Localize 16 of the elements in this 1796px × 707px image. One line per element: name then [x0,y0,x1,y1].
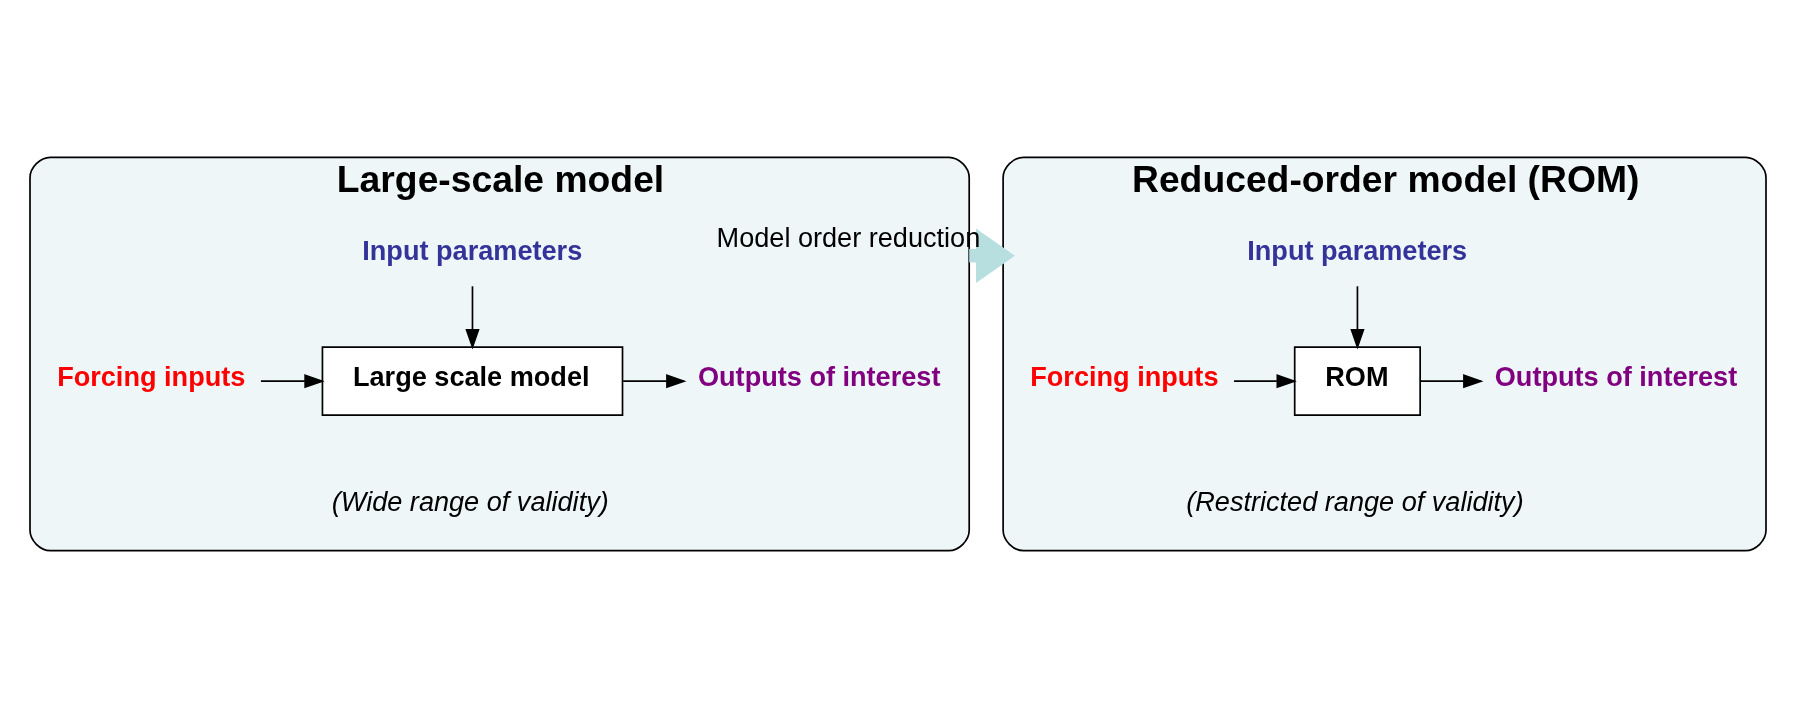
node-text: Forcing inputs [1030,360,1219,392]
arrow [1350,284,1365,349]
node-box: ROM [1293,345,1421,416]
node-text: Outputs of interest [1494,360,1738,392]
node-text: Forcing inputs [57,360,246,392]
arrow [260,373,325,388]
arrow [1419,373,1484,388]
arrow [465,284,480,349]
arrow [1233,373,1297,388]
node-text: Outputs of interest [697,360,941,392]
arrow [622,373,687,388]
node-box: Large scale model [321,345,624,416]
node-label: (Restricted range of validity) [1186,485,1524,517]
node-text: Input parameters [362,234,583,266]
node-label: (Wide range of validity) [331,485,609,517]
node-text: Input parameters [1247,234,1468,266]
